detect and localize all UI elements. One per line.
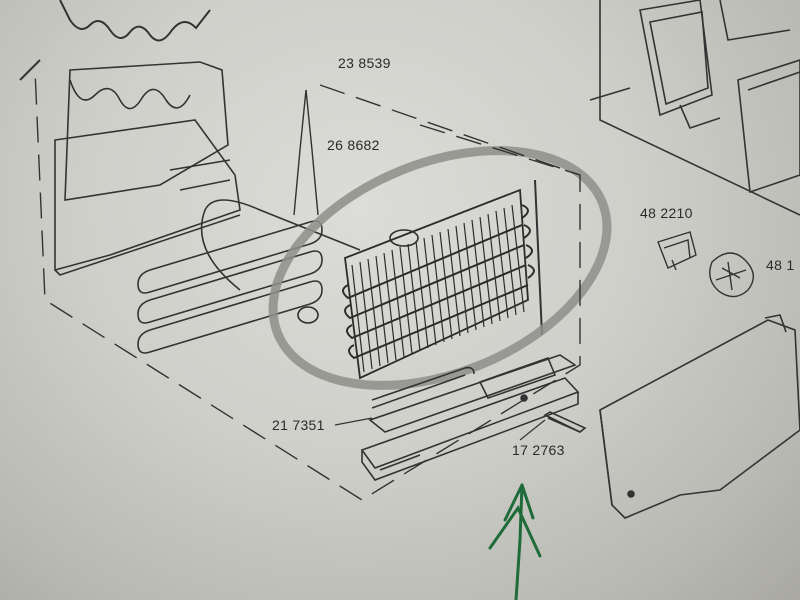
part-number-21-7351: 21 7351	[272, 417, 325, 433]
fan-part	[709, 252, 754, 298]
side-cover-panel	[599, 314, 800, 519]
leader-lines	[334, 417, 546, 441]
evaporator-coil	[297, 188, 535, 380]
door-parts	[589, 0, 800, 216]
part-number-26-8682: 26 8682	[327, 137, 380, 153]
drip-tray	[368, 354, 577, 433]
small-clip-part	[657, 231, 697, 271]
back-panel	[54, 61, 241, 276]
handwritten-arrow	[488, 483, 542, 600]
assembly-frame	[34, 69, 581, 501]
part-number-48-2210: 48 2210	[640, 205, 693, 221]
thin-spike-part	[293, 89, 319, 216]
part-number-17-2763: 17 2763	[512, 442, 565, 458]
highlight-ring	[268, 146, 612, 390]
part-number-23-8539: 23 8539	[338, 55, 391, 71]
lower-tray	[360, 377, 587, 481]
serpentine-tubes	[137, 199, 361, 354]
top-cooling-tube	[19, 0, 211, 81]
vertical-rod	[534, 179, 543, 336]
part-number-48-1: 48 1	[766, 257, 794, 273]
